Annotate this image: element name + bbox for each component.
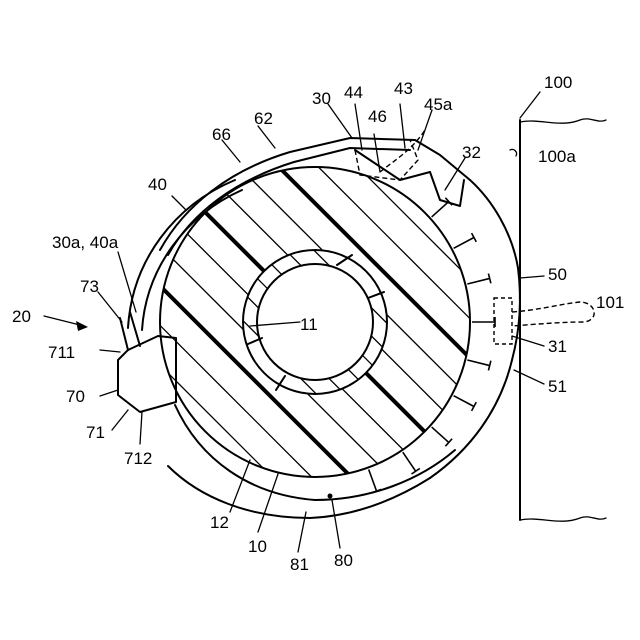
label-100a: 100a xyxy=(538,147,576,166)
label-81: 81 xyxy=(290,555,309,574)
fin xyxy=(432,427,449,442)
label-100: 100 xyxy=(544,73,572,92)
label-11: 11 xyxy=(300,315,318,334)
fin xyxy=(369,470,377,492)
label-71: 71 xyxy=(86,423,105,442)
latch-31 xyxy=(494,298,594,344)
label-44: 44 xyxy=(344,83,363,102)
label-32: 32 xyxy=(462,143,481,162)
fin xyxy=(467,360,489,366)
label-101: 101 xyxy=(596,293,624,312)
fin xyxy=(454,396,474,407)
fin xyxy=(432,202,449,217)
fin xyxy=(403,452,416,471)
label-12: 12 xyxy=(210,513,229,532)
fins xyxy=(369,198,495,493)
label-45a: 45a xyxy=(424,95,453,114)
label-80: 80 xyxy=(334,551,353,570)
wall-100 xyxy=(520,119,606,521)
label-43: 43 xyxy=(394,79,413,98)
label-66: 66 xyxy=(212,125,231,144)
label-46: 46 xyxy=(368,107,387,126)
label-712: 712 xyxy=(124,449,152,468)
label-50: 50 xyxy=(548,265,567,284)
fin-tip xyxy=(412,468,420,474)
label-30a-40a: 30a, 40a xyxy=(52,233,119,252)
label-10: 10 xyxy=(248,537,267,556)
fin xyxy=(454,237,474,248)
hook-70 xyxy=(118,312,176,412)
fin xyxy=(467,278,489,284)
label-51: 51 xyxy=(548,377,567,396)
label-62: 62 xyxy=(254,109,273,128)
label-711: 711 xyxy=(48,343,75,362)
label-73: 73 xyxy=(80,277,99,296)
label-20: 20 xyxy=(12,307,31,326)
label-30: 30 xyxy=(312,89,331,108)
label-31: 31 xyxy=(548,337,567,356)
label-40: 40 xyxy=(148,175,167,194)
label-70: 70 xyxy=(66,387,85,406)
